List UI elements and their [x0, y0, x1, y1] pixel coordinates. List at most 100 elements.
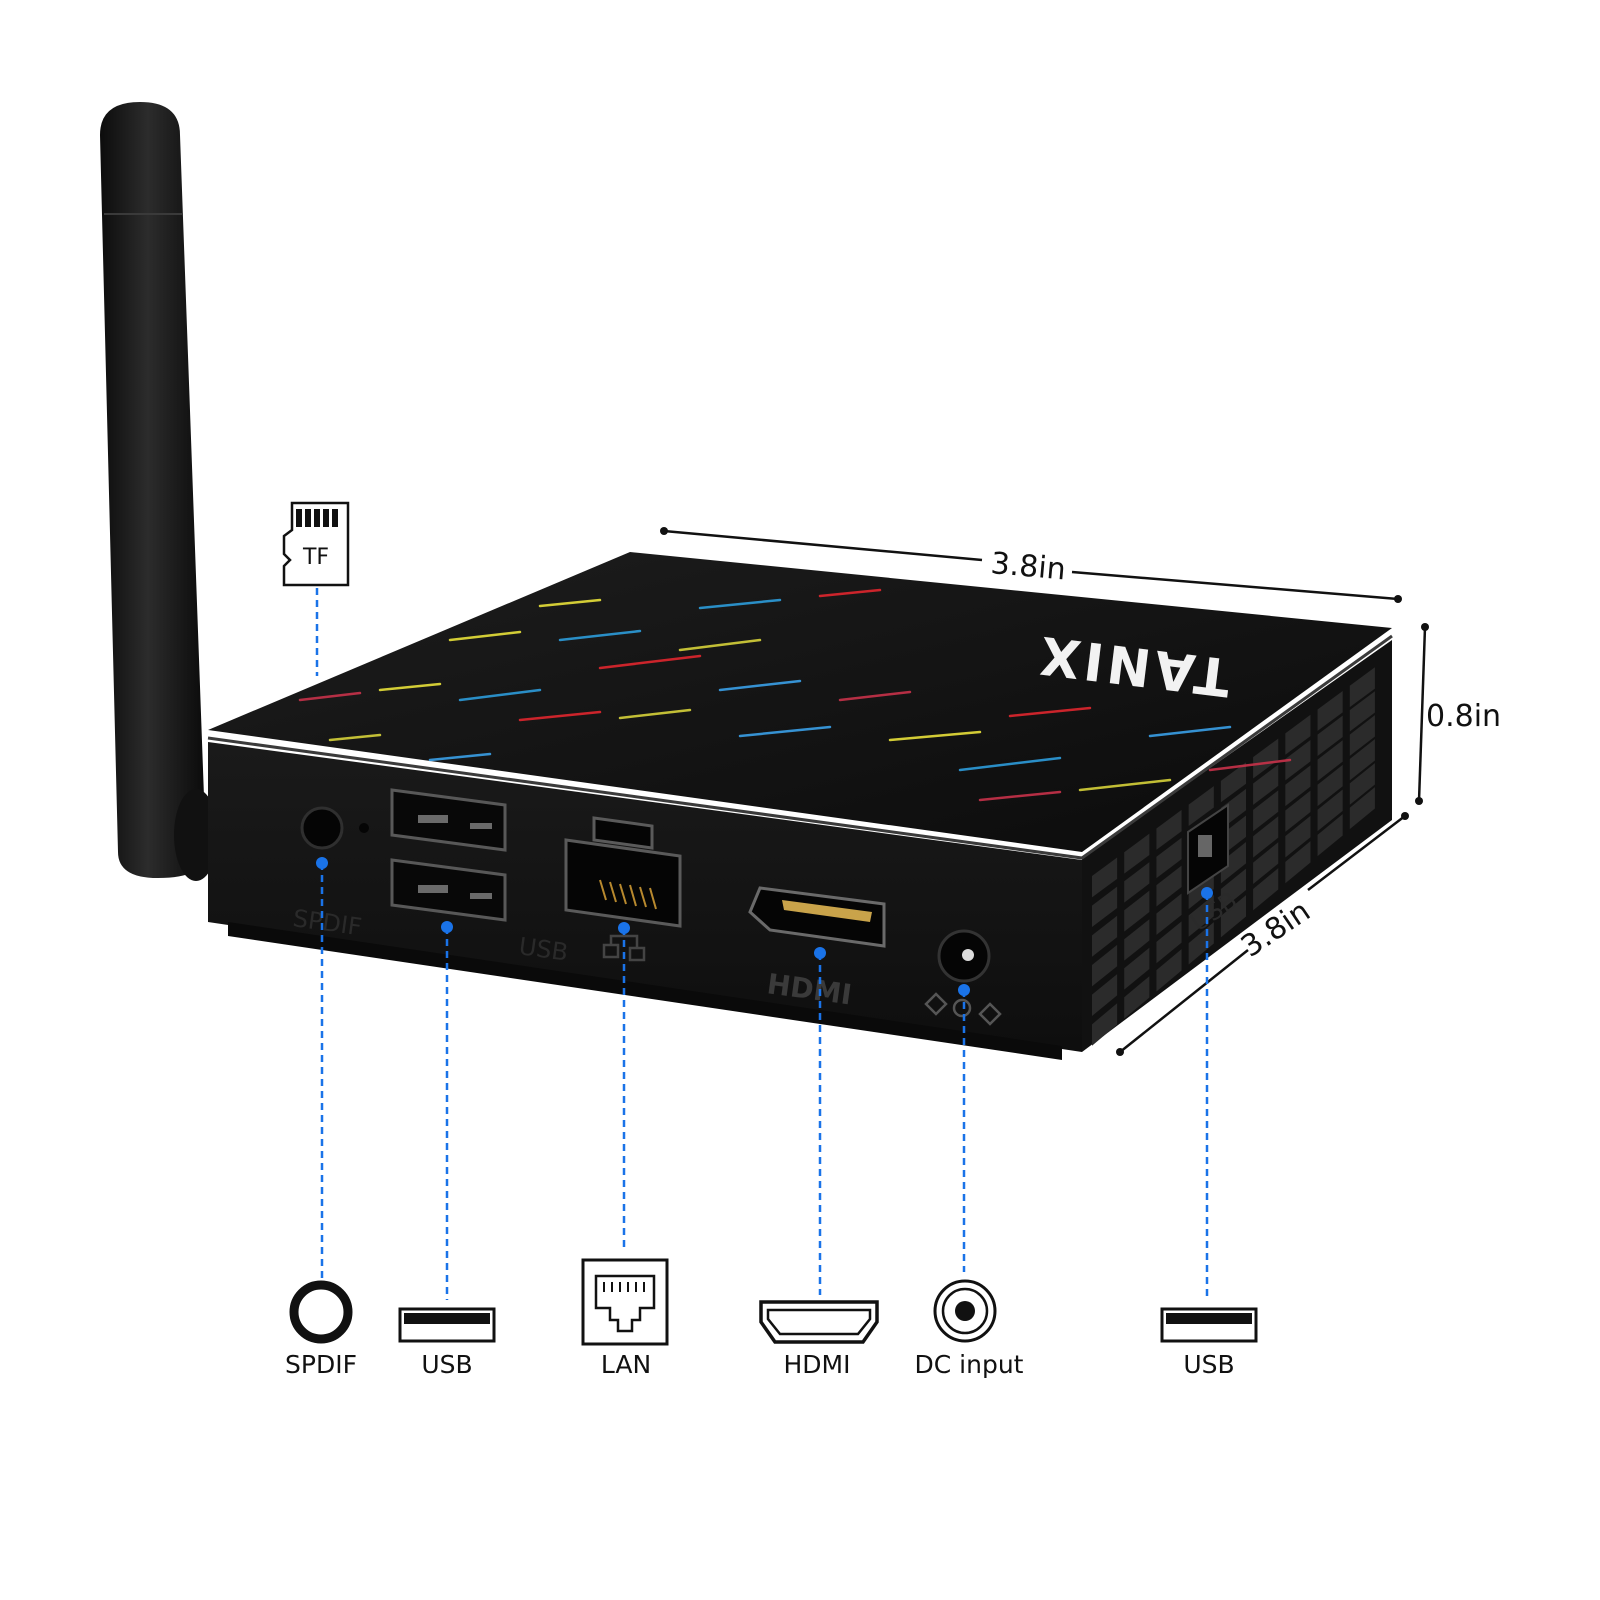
vent-slot [1092, 944, 1118, 987]
vent-slot [1220, 868, 1247, 911]
light-streak [738, 725, 832, 738]
light-streak [978, 790, 1062, 802]
legend-label: SPDIF [285, 1350, 357, 1379]
top-face [208, 552, 1392, 852]
light-streak [838, 690, 912, 702]
vent-slot [1124, 862, 1150, 903]
vent-slot [1124, 890, 1150, 932]
legend-side-usb: USB [1160, 1307, 1258, 1379]
width-label: 3.8in [989, 546, 1067, 587]
panel-usb-marking: USB [517, 932, 570, 966]
vent-slot [1188, 786, 1214, 827]
usb-icon [1160, 1307, 1258, 1343]
legend-spdif: SPDIF [285, 1280, 357, 1379]
vent-slot [1220, 842, 1247, 884]
legend-label: LAN [601, 1350, 651, 1379]
legend-label: USB [421, 1350, 472, 1379]
vent-slot [1285, 740, 1311, 781]
vent-slot [1124, 833, 1150, 874]
vent-slot [1317, 789, 1343, 832]
vent-slot [1285, 790, 1311, 832]
light-streak [1208, 758, 1292, 772]
dc-jack [924, 929, 1002, 1026]
light-streak [328, 733, 382, 742]
vent-slot [1317, 740, 1343, 782]
light-streak [448, 630, 522, 642]
side-usb-port [1187, 803, 1229, 895]
light-streak [298, 691, 362, 702]
vent-slot [1253, 842, 1279, 884]
vent-slot [1092, 857, 1118, 898]
vent-slot [1092, 915, 1118, 957]
legend-label: HDMI [784, 1350, 851, 1379]
hdmi-icon [759, 1300, 879, 1344]
legend-dc: DC input [915, 1279, 1024, 1379]
light-streak [958, 756, 1062, 772]
hdmi-port [748, 886, 886, 948]
vent-slot [1156, 837, 1182, 879]
light-streak [618, 708, 692, 720]
light-streak [518, 710, 602, 722]
height-label: 0.8in [1426, 699, 1501, 734]
vent-slot [1349, 763, 1375, 805]
tf-label: TF [302, 545, 329, 570]
legend-label: DC input [915, 1350, 1024, 1379]
vent-slot [1092, 974, 1118, 1017]
vent-slot [1253, 816, 1279, 858]
vent-slot [1349, 691, 1375, 732]
vent-slot [1285, 841, 1311, 884]
light-streak [558, 629, 642, 642]
legend-label: USB [1183, 1350, 1234, 1379]
usb-port-pair [390, 788, 507, 922]
leader-lines [316, 857, 1213, 1300]
usb-icon [398, 1307, 496, 1343]
vent-slot [1124, 919, 1150, 961]
top-decoration [298, 588, 1292, 802]
light-streak [428, 752, 492, 762]
light-streak [1078, 778, 1172, 792]
light-streak [1008, 706, 1092, 718]
vent-slot [1124, 947, 1150, 990]
vent-slot [1253, 738, 1279, 779]
light-streak [718, 679, 802, 692]
vent-slot [1253, 868, 1279, 911]
light-streak [818, 588, 882, 598]
vent-slot [1285, 765, 1311, 807]
vent-slot [1285, 815, 1311, 858]
vent-slot [1156, 949, 1182, 992]
light-streak [538, 598, 602, 608]
spdif-jack [300, 806, 369, 850]
vent-slot [1317, 715, 1343, 756]
vent-slot [1349, 667, 1375, 708]
vent-slot [1285, 714, 1311, 755]
wifi-antenna [100, 102, 218, 881]
light-streak [698, 598, 782, 610]
light-streak [678, 638, 762, 652]
vent-slot [1253, 764, 1279, 805]
port-legend: SPDIF USB LAN [285, 1258, 1258, 1379]
vent-slot [1220, 762, 1247, 803]
ethernet-icon [581, 1258, 669, 1346]
vent-slot [1253, 790, 1279, 832]
dc-power-icon [933, 1279, 997, 1343]
tv-box: TANIX SPDIF USB [207, 552, 1393, 1060]
vent-slot [1124, 976, 1150, 1019]
dimension-width: 3.8in [660, 527, 1402, 603]
vent-slot [1349, 787, 1375, 830]
spdif-icon [289, 1280, 353, 1344]
vent-slot [1092, 886, 1118, 928]
vent-slot [1349, 739, 1375, 781]
tf-card-icon: TF [282, 501, 350, 587]
light-streak [598, 654, 702, 670]
light-streak [1148, 725, 1232, 738]
vent-slot [1317, 814, 1343, 857]
lan-port [564, 816, 682, 962]
vent-slot [1156, 865, 1182, 907]
vent-slot [1220, 895, 1247, 938]
light-streak [378, 682, 442, 692]
vent-slot [1156, 809, 1182, 850]
light-streak [888, 730, 982, 742]
legend-usb: USB [398, 1307, 496, 1379]
dimension-height: 0.8in [1415, 623, 1501, 805]
